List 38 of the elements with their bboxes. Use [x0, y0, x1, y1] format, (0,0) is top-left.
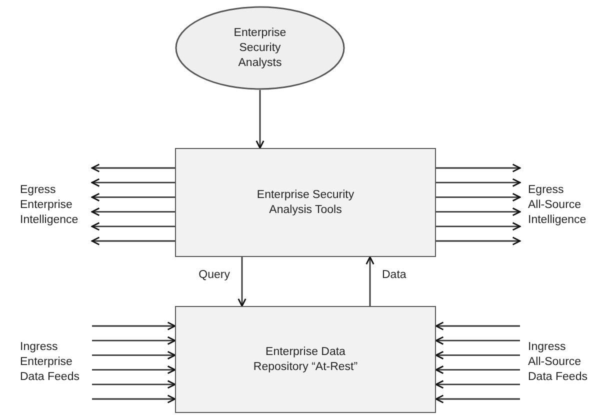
arrow: [436, 164, 521, 172]
arrow: [436, 207, 521, 216]
arrow: [436, 236, 521, 246]
ellipse-node: [175, 6, 345, 90]
process-box: [175, 306, 436, 413]
arrow: [256, 90, 264, 149]
arrow: [436, 192, 521, 202]
arrow: [91, 236, 175, 246]
side-label: Ingress Enterprise Data Feeds: [20, 340, 80, 384]
arrow: [91, 164, 175, 172]
arrow: [435, 365, 520, 374]
arrow: [436, 178, 521, 187]
arrow: [435, 336, 520, 345]
arrow: [91, 207, 175, 216]
arrow: [92, 394, 176, 404]
arrow: [92, 350, 176, 360]
arrow: [91, 222, 175, 231]
arrow: [435, 350, 520, 360]
node-text: Enterprise Security Analysis Tools: [256, 188, 356, 218]
arrow: [436, 222, 521, 231]
node-text: Enterprise Data Repository “At-Rest”: [252, 344, 359, 374]
arrow: [238, 257, 246, 307]
arrow: [91, 178, 175, 187]
arrow: [435, 322, 520, 330]
side-label: Ingress All-Source Data Feeds: [528, 340, 588, 384]
arrow: [435, 394, 520, 404]
arrow: [92, 322, 176, 330]
side-label: Egress Enterprise Intelligence: [20, 182, 80, 228]
node-text: Enterprise Security Analysts: [232, 26, 288, 70]
arrow: [92, 380, 176, 389]
edge-label: Query: [196, 268, 232, 282]
side-label: Egress All-Source Intelligence: [528, 182, 588, 228]
arrow: [366, 256, 374, 306]
process-box: [175, 148, 436, 257]
arrow: [435, 380, 520, 389]
arrow: [92, 365, 176, 374]
arrow: [91, 192, 175, 202]
arrow: [92, 336, 176, 345]
